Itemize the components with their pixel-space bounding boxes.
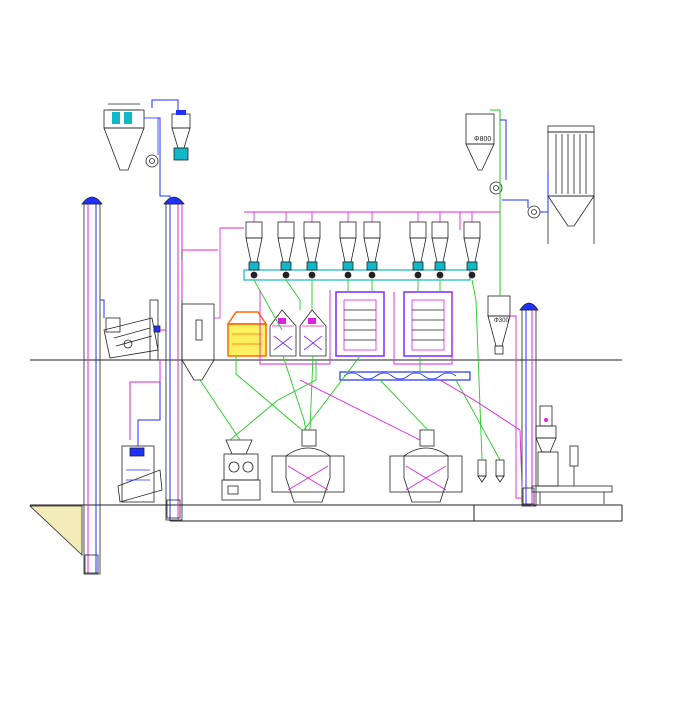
cyclone-separator-6 bbox=[409, 212, 427, 279]
flour-bin-2 bbox=[389, 429, 463, 503]
flour-bin-1 bbox=[271, 429, 345, 503]
cyclone-300-label: Φ300 bbox=[494, 318, 509, 324]
fan-left bbox=[144, 117, 159, 168]
plansifter-2 bbox=[403, 291, 453, 357]
destoner bbox=[117, 445, 163, 503]
pneumatic-lines bbox=[199, 279, 501, 461]
pipes-top-left bbox=[151, 99, 218, 251]
plansifter-1 bbox=[335, 291, 385, 357]
packing-machine bbox=[531, 405, 613, 504]
roller-mill bbox=[221, 439, 261, 501]
pipes-cleaning bbox=[100, 299, 166, 446]
cyclone-300: Φ300 bbox=[487, 295, 511, 355]
bucket-elevator-1 bbox=[81, 196, 103, 575]
cyclone-separator-5 bbox=[363, 212, 381, 279]
cyclone-800: Φ800 bbox=[465, 113, 495, 171]
cyclone-800-label: Φ800 bbox=[474, 136, 491, 143]
feeder-pair bbox=[477, 459, 505, 483]
cyclone-group bbox=[245, 212, 481, 279]
pulse-dust-collector bbox=[547, 125, 595, 244]
cyclone-separator-3 bbox=[303, 212, 321, 279]
scourer-2 bbox=[299, 309, 327, 357]
vibrating-screen bbox=[103, 299, 161, 361]
fan-right-2 bbox=[527, 205, 541, 219]
cyclone-separator-8 bbox=[463, 212, 481, 279]
floor-lines bbox=[30, 359, 623, 522]
fan-right-1 bbox=[489, 181, 503, 195]
dust-collector-left bbox=[103, 103, 145, 171]
cyclone-separator-7 bbox=[431, 212, 449, 279]
bucket-elevator-3 bbox=[519, 302, 539, 507]
pipes-top-right bbox=[470, 109, 549, 296]
cyclone-separator-1 bbox=[245, 212, 263, 279]
scourer-1 bbox=[269, 309, 297, 357]
cyclone-manifold bbox=[243, 269, 471, 281]
screw-conveyor bbox=[339, 371, 471, 381]
cyclone-separator-4 bbox=[339, 212, 357, 279]
magenta-lines bbox=[181, 212, 523, 499]
cyclone-separator-2 bbox=[277, 212, 295, 279]
receiving-pit bbox=[28, 505, 83, 556]
cyclone-left bbox=[171, 110, 191, 161]
tempering-bin bbox=[181, 227, 244, 381]
bucket-elevator-2 bbox=[163, 196, 185, 521]
